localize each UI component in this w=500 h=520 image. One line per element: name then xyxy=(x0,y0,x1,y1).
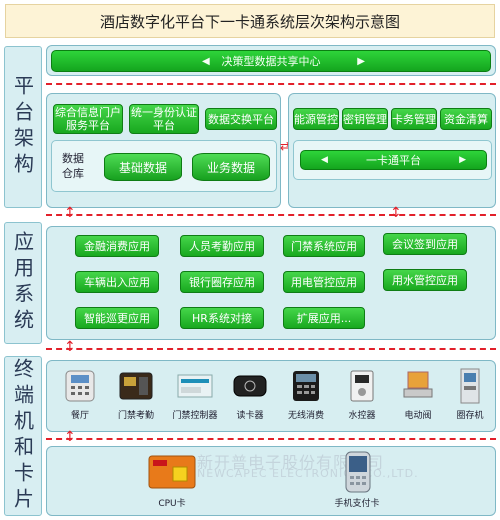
platform-left-panel: 综合信息门户服务平台 统一身份认证平台 数据交换平台 数据仓库 基础数据 业务数… xyxy=(46,93,281,208)
arrow-right-icon: ▶ xyxy=(357,55,365,67)
key-management-module: 密钥管理 xyxy=(342,108,388,130)
terminal-label: 圈存机 xyxy=(456,411,484,421)
layer-label-platform: 平台架构 xyxy=(4,46,42,208)
card-label: 手机支付卡 xyxy=(334,499,380,509)
terminal-restaurant: 餐厅 xyxy=(55,367,105,421)
terminal-label: 无线消费 xyxy=(287,411,324,421)
app-patrol: 智能巡更应用 xyxy=(75,307,159,329)
layer-label-terminal: 终端机和卡片 xyxy=(4,356,42,516)
divider-line xyxy=(46,83,496,85)
terminal-motor-valve: 电动阀 xyxy=(393,367,443,421)
app-hr-integration: HR系统对接 xyxy=(180,307,264,329)
terminal-label: 门禁考勤 xyxy=(117,411,154,421)
app-extension: 扩展应用... xyxy=(283,307,365,329)
decision-center-label: 决策型数据共享中心 xyxy=(221,55,321,68)
card-cpu: CPU卡 xyxy=(137,453,207,509)
portal-platform-module: 综合信息门户服务平台 xyxy=(53,104,123,134)
water-controller-icon xyxy=(350,370,374,402)
attendance-device-icon xyxy=(119,372,153,400)
connector-arrow-icon: ⇄ xyxy=(280,139,291,153)
data-exchange-module: 数据交换平台 xyxy=(205,108,277,130)
wireless-pos-icon xyxy=(293,371,319,401)
layer-label-application: 应用系统 xyxy=(4,222,42,344)
divider-line xyxy=(46,438,496,440)
motor-valve-icon xyxy=(403,371,433,398)
divider-line xyxy=(46,214,496,216)
controller-box-icon xyxy=(177,374,213,398)
energy-control-module: 能源管控 xyxy=(293,108,339,130)
terminal-label: 餐厅 xyxy=(70,411,89,421)
diagram-title: 酒店数字化平台下一卡通系统层次架构示意图 xyxy=(5,4,495,38)
card-reader-icon xyxy=(233,375,267,397)
arrow-right-icon: ▶ xyxy=(459,155,466,165)
fund-settlement-module: 资金清算 xyxy=(440,108,492,130)
terminal-attendance: 门禁考勤 xyxy=(111,367,161,421)
decision-center-bar: ◀ 决策型数据共享中心 ▶ xyxy=(51,50,491,72)
terminal-label: 读卡器 xyxy=(236,411,264,421)
app-access-control: 门禁系统应用 xyxy=(283,235,365,257)
app-bank-transfer: 银行圈存应用 xyxy=(180,271,264,293)
cards-panel: 新开普电子股份有限公司 NEWCAPEC ELECTRONICS CO.,LTD… xyxy=(46,446,496,516)
arrow-left-icon: ◀ xyxy=(321,155,328,165)
identity-auth-module: 统一身份认证平台 xyxy=(129,104,199,134)
app-vehicle-access: 车辆出入应用 xyxy=(75,271,159,293)
app-water-control: 用水管控应用 xyxy=(383,269,467,291)
divider-line xyxy=(46,348,496,350)
terminal-access-controller: 门禁控制器 xyxy=(167,367,223,421)
double-arrow-icon: ↕ xyxy=(64,429,76,445)
app-attendance: 人员考勤应用 xyxy=(180,235,264,257)
terminal-water-controller: 水控器 xyxy=(337,367,387,421)
terminal-label: 电动阀 xyxy=(404,411,432,421)
app-meeting-signin: 会议签到应用 xyxy=(383,233,467,255)
double-arrow-icon: ↕ xyxy=(390,205,402,221)
warehouse-label: 数据仓库 xyxy=(62,152,84,180)
kiosk-icon xyxy=(460,368,480,404)
card-platform-bar: ◀ 一卡通平台 ▶ xyxy=(300,150,487,170)
double-arrow-icon: ↕ xyxy=(64,339,76,355)
card-mobile-payment: 手机支付卡 xyxy=(317,451,397,509)
card-platform-panel: ◀ 一卡通平台 ▶ xyxy=(293,140,492,180)
card-label: CPU卡 xyxy=(158,499,186,509)
application-panel: 金融消费应用 人员考勤应用 门禁系统应用 会议签到应用 车辆出入应用 银行圈存应… xyxy=(46,226,496,340)
cpu-card-icon xyxy=(148,455,196,489)
platform-right-panel: 能源管控 密钥管理 卡务管理 资金清算 ◀ 一卡通平台 ▶ xyxy=(288,93,496,208)
mobile-phone-icon xyxy=(345,451,371,493)
pos-terminal-icon xyxy=(65,370,95,402)
terminal-label: 水控器 xyxy=(348,411,376,421)
data-warehouse-panel: 数据仓库 基础数据 业务数据 xyxy=(51,140,277,192)
card-service-module: 卡务管理 xyxy=(391,108,437,130)
decision-center-panel: ◀ 决策型数据共享中心 ▶ xyxy=(46,45,496,76)
terminal-label: 门禁控制器 xyxy=(172,411,218,421)
double-arrow-icon: ↕ xyxy=(64,205,76,221)
arrow-left-icon: ◀ xyxy=(202,55,210,67)
terminal-wireless-pos: 无线消费 xyxy=(281,367,331,421)
terminal-panel: 餐厅 门禁考勤 门禁控制器 读卡器 无线消费 xyxy=(46,360,496,432)
app-finance-consumption: 金融消费应用 xyxy=(75,235,159,257)
terminal-topup-kiosk: 圈存机 xyxy=(447,367,493,421)
business-data-store: 业务数据 xyxy=(192,153,270,181)
basic-data-store: 基础数据 xyxy=(104,153,182,181)
app-electricity-control: 用电管控应用 xyxy=(283,271,365,293)
terminal-card-reader: 读卡器 xyxy=(225,367,275,421)
card-platform-label: 一卡通平台 xyxy=(366,154,421,167)
watermark-cn: 新开普电子股份有限公司 xyxy=(197,453,385,472)
